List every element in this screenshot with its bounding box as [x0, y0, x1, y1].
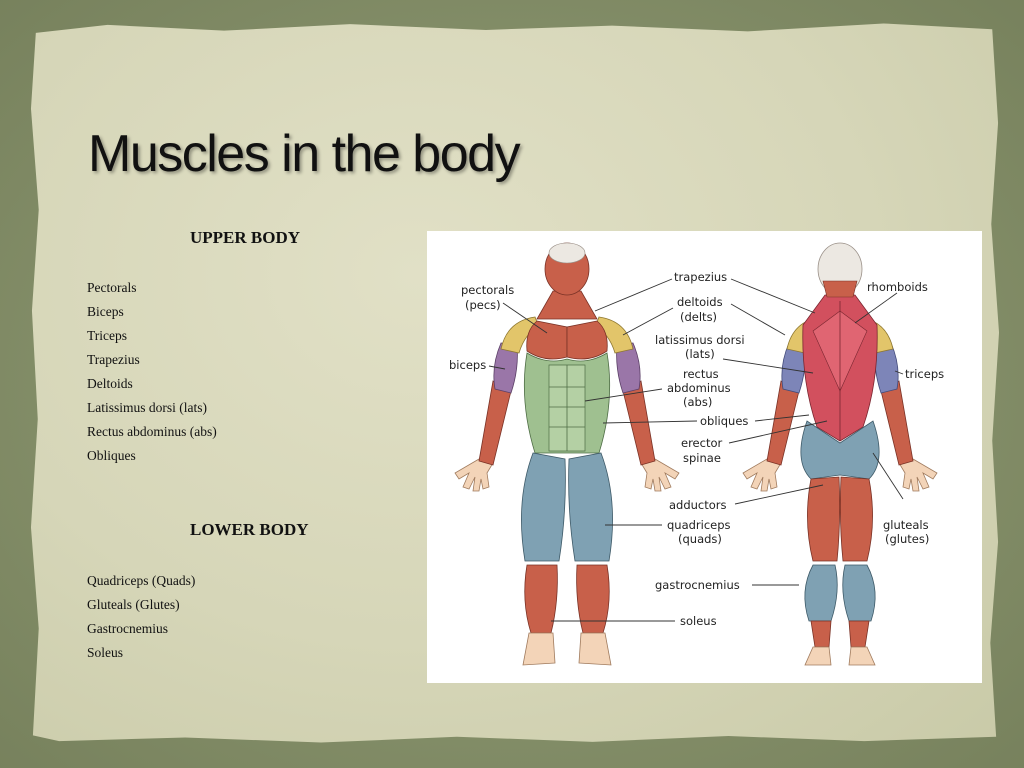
upper-body-item: Trapezius [87, 352, 140, 367]
leader-deltoids-front [622, 307, 674, 336]
label-deltoids-2: (delts) [680, 310, 717, 324]
back-gastrocnemius-right [804, 564, 838, 622]
back-left-hand [898, 458, 938, 492]
leader-triceps [894, 370, 904, 375]
back-figure [742, 242, 938, 666]
back-hamstring-left [839, 476, 873, 562]
upper-body-item: Obliques [87, 448, 136, 463]
front-left-hand [640, 458, 680, 492]
front-pectoral-right [526, 320, 568, 360]
leader-obliques-front [602, 420, 698, 424]
leader-obliques-back [754, 414, 810, 422]
label-gastrocnemius: gastrocnemius [655, 578, 740, 592]
leader-trapezius-back [730, 278, 816, 314]
lower-body-item: Gluteals (Glutes) [87, 597, 180, 612]
upper-body-item: Rectus abdominus (abs) [87, 424, 217, 439]
front-head-top [548, 242, 586, 264]
label-erector-2: spinae [683, 451, 721, 465]
upper-body-heading: UPPER BODY [190, 228, 301, 247]
label-rectus-3: (abs) [683, 395, 712, 409]
label-biceps: biceps [449, 358, 486, 372]
leader-adductors [734, 484, 824, 505]
label-adductors: adductors [669, 498, 727, 512]
leader-rhomboids [854, 292, 898, 324]
back-right-hand [742, 458, 782, 492]
diagram-labels: pectorals (pecs) biceps trapezius deltoi… [449, 270, 944, 628]
lower-body-list: Quadriceps (Quads) Gluteals (Glutes) Gastr… [87, 569, 195, 665]
front-figure [454, 242, 680, 666]
muscle-diagram: pectorals (pecs) biceps trapezius deltoi… [427, 231, 982, 683]
label-rectus-2: abdominus [667, 381, 731, 395]
leader-trapezius-front [594, 278, 673, 312]
back-foot-right [804, 646, 832, 666]
leader-lats [722, 358, 814, 374]
label-triceps: triceps [905, 367, 944, 381]
back-soleus-left [848, 620, 870, 648]
label-rhomboids: rhomboids [867, 280, 928, 294]
leader-lines [488, 278, 904, 622]
label-trapezius: trapezius [674, 270, 727, 284]
back-right-forearm [766, 380, 800, 466]
back-hamstring-right [807, 476, 841, 562]
front-quadriceps-left [568, 452, 613, 562]
upper-body-item: Latissimus dorsi (lats) [87, 400, 207, 415]
leader-deltoids-back [730, 303, 786, 336]
back-gastrocnemius-left [842, 564, 876, 622]
leader-gluteals [872, 452, 904, 500]
lower-body-item: Soleus [87, 645, 124, 660]
leader-pectorals [502, 302, 548, 334]
front-right-forearm [478, 380, 512, 466]
back-soleus-right [810, 620, 832, 648]
label-quadriceps-1: quadriceps [667, 518, 731, 532]
muscle-diagram-svg: pectorals (pecs) biceps trapezius deltoi… [449, 242, 944, 666]
front-quadriceps-right [521, 452, 566, 562]
leader-biceps [488, 365, 506, 370]
front-foot-right [522, 632, 556, 666]
back-foot-left [848, 646, 876, 666]
label-quadriceps-2: (quads) [678, 532, 722, 546]
label-soleus: soleus [680, 614, 717, 628]
front-foot-left [578, 632, 612, 666]
upper-body-item: Biceps [87, 304, 124, 319]
lower-body-item: Gastrocnemius [87, 621, 168, 636]
lower-body-heading: LOWER BODY [190, 520, 309, 539]
front-pectoral-left [566, 320, 608, 360]
front-biceps-left [616, 342, 641, 394]
front-biceps-right [493, 342, 518, 394]
label-pectorals-1: pectorals [461, 283, 514, 297]
label-gluteals-2: (glutes) [885, 532, 929, 546]
front-right-hand [454, 458, 494, 492]
slide-title: Muscles in the body [88, 125, 521, 183]
label-lats-1: latissimus dorsi [655, 333, 745, 347]
label-rectus-1: rectus [683, 367, 719, 381]
label-erector-1: erector [681, 436, 722, 450]
upper-body-item: Deltoids [87, 376, 133, 391]
front-left-forearm [622, 380, 656, 466]
leader-rectus [584, 388, 663, 402]
back-left-forearm [880, 380, 914, 466]
label-obliques: obliques [700, 414, 748, 428]
lower-body-item: Quadriceps (Quads) [87, 573, 196, 588]
front-shin-right [524, 564, 558, 634]
upper-body-item: Triceps [87, 328, 128, 343]
front-shin-left [576, 564, 610, 634]
label-lats-2: (lats) [685, 347, 715, 361]
upper-body-item: Pectorals [87, 280, 137, 295]
label-gluteals-1: gluteals [883, 518, 929, 532]
label-pectorals-2: (pecs) [465, 298, 501, 312]
label-deltoids-1: deltoids [677, 295, 723, 309]
back-neck [822, 280, 858, 298]
leader-erector [728, 420, 828, 444]
